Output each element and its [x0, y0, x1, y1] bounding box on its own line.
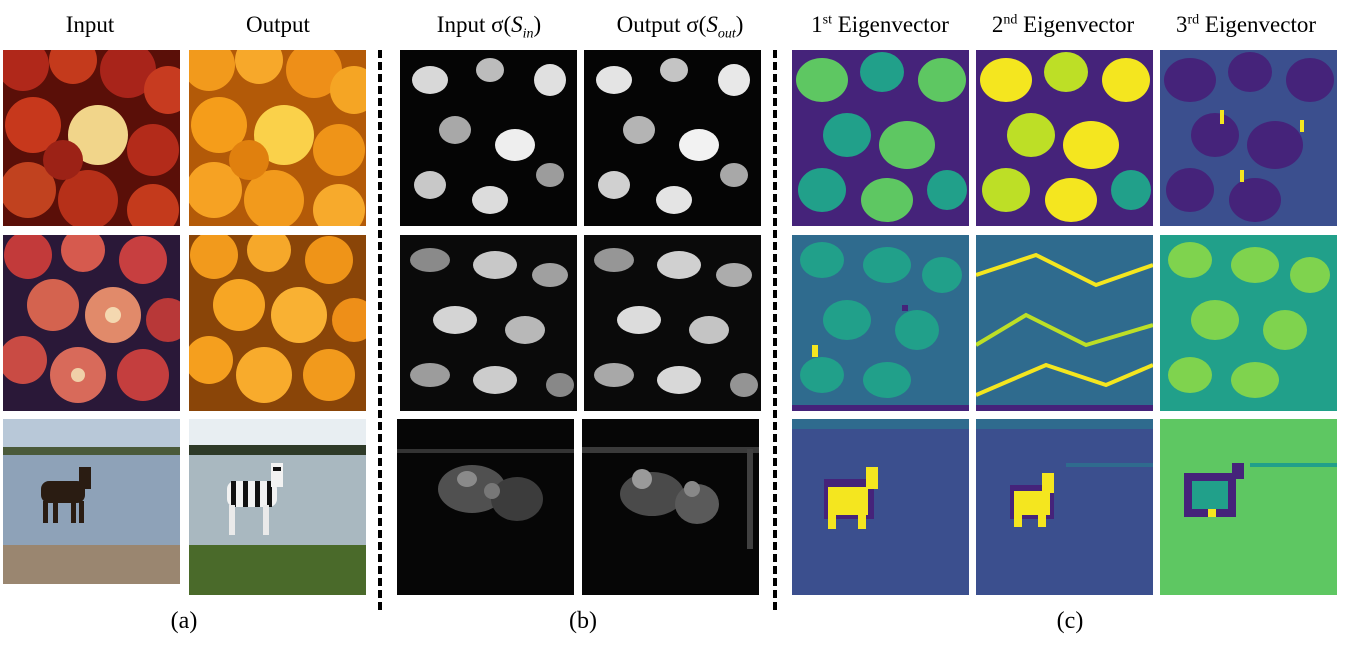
input-apples-image-1 [3, 50, 180, 226]
eigenvector-2-map-2 [976, 235, 1153, 411]
input-saliency-map-1 [400, 50, 577, 226]
panel-b-input-header: Input σ(Sin) [436, 12, 542, 42]
eigenvector-3-map-1 [1160, 50, 1337, 226]
panel-c-caption: (c) [1056, 608, 1084, 634]
output-saliency-map-3 [582, 419, 759, 595]
panel-a-caption: (a) [170, 608, 198, 634]
panel-a-input-header: Input [65, 12, 115, 37]
panel-c-col2-header: 2nd Eigenvector [991, 12, 1135, 37]
input-horse-image [3, 419, 180, 584]
input-saliency-map-2 [400, 235, 577, 411]
panel-b-output-header: Output σ(Sout) [616, 12, 744, 42]
eigenvector-1-map-3 [792, 419, 969, 595]
dashed-separator-1 [378, 50, 382, 610]
eigenvector-1-map-2 [792, 235, 969, 411]
panel-c-col1-header: 1st Eigenvector [811, 12, 949, 37]
input-apples-image-2 [3, 235, 180, 411]
output-oranges-image-2 [189, 235, 366, 411]
panel-c-col3-header: 3rd Eigenvector [1175, 12, 1317, 37]
eigenvector-3-map-3 [1160, 419, 1337, 595]
output-zebra-image [189, 419, 366, 595]
panel-b-caption: (b) [569, 608, 597, 634]
eigenvector-2-map-1 [976, 50, 1153, 226]
output-oranges-image-1 [189, 50, 366, 226]
output-saliency-map-2 [584, 235, 761, 411]
eigenvector-3-map-2 [1160, 235, 1337, 411]
panel-a-output-header: Output [246, 12, 310, 37]
input-saliency-map-3 [397, 419, 574, 595]
dashed-separator-2 [773, 50, 777, 610]
eigenvector-1-map-1 [792, 50, 969, 226]
eigenvector-2-map-3 [976, 419, 1153, 595]
output-saliency-map-1 [584, 50, 761, 226]
